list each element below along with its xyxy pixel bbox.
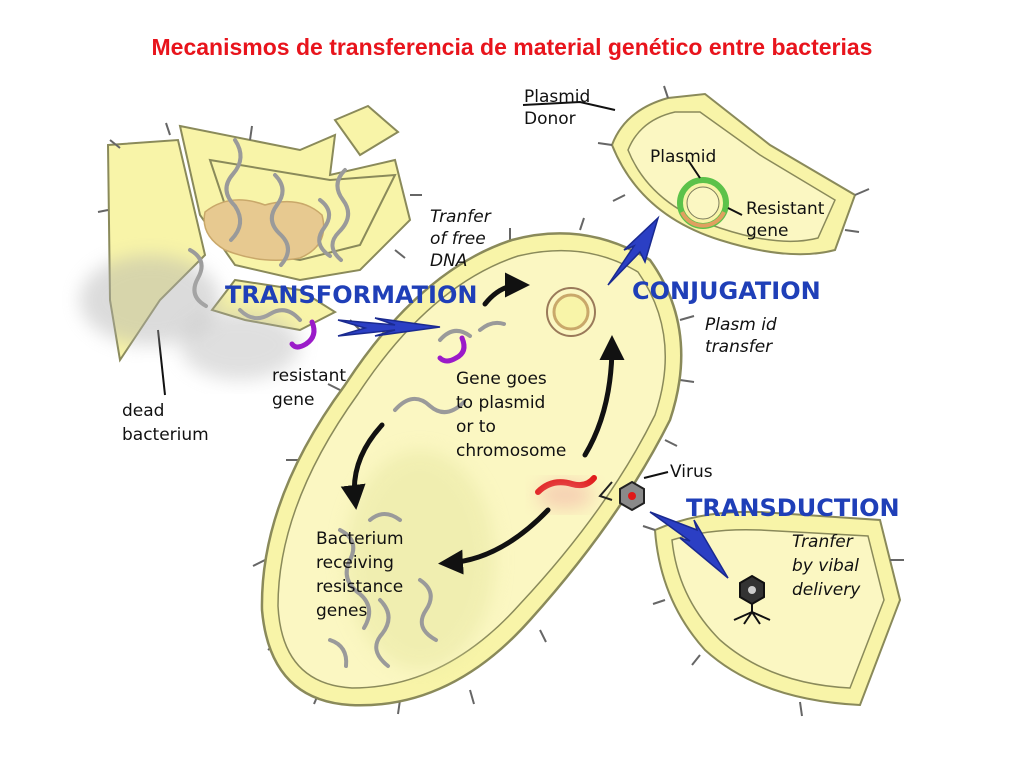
plasmid-transfer-label: Plasm id transfer: [705, 315, 782, 357]
receiving-bacterium: [252, 217, 695, 715]
bacterium-receiving-label: Bacterium receiving resistance genes: [316, 529, 409, 621]
transformation-heading: TRANSFORMATION: [225, 281, 477, 309]
gene-goes-label: Gene goes to plasmid or to chromosome: [456, 369, 566, 461]
free-resistant-gene: [289, 319, 317, 350]
bacteriophage-icon: [733, 574, 771, 625]
transfer-viral-label: Tranfer by vibal delivery: [792, 532, 864, 600]
internal-resistant-gene: [437, 335, 467, 364]
transduction-heading: TRANSDUCTION: [686, 494, 900, 522]
page-title: Mecanismos de transferencia de material …: [151, 34, 873, 60]
resistant-gene-donor-label: Resistant gene: [746, 199, 830, 241]
plasmid-donor-cell: [522, 85, 870, 256]
resistant-gene-label: resistant gene: [272, 366, 351, 410]
virus-label: Virus: [670, 462, 713, 482]
dead-bacterium-label: dead bacterium: [122, 401, 209, 445]
virus-icon: [598, 471, 669, 512]
plasmid-donor-label: Plasmid Donor: [524, 87, 596, 129]
transfer-arrows: [337, 215, 729, 579]
virus-donor-cell: [642, 510, 904, 717]
conjugation-heading: CONJUGATION: [632, 277, 821, 305]
transfer-free-dna-label: Tranfer of free DNA: [430, 207, 496, 271]
cycle-arrows: [340, 272, 625, 575]
plasmid-label: Plasmid: [650, 147, 716, 167]
